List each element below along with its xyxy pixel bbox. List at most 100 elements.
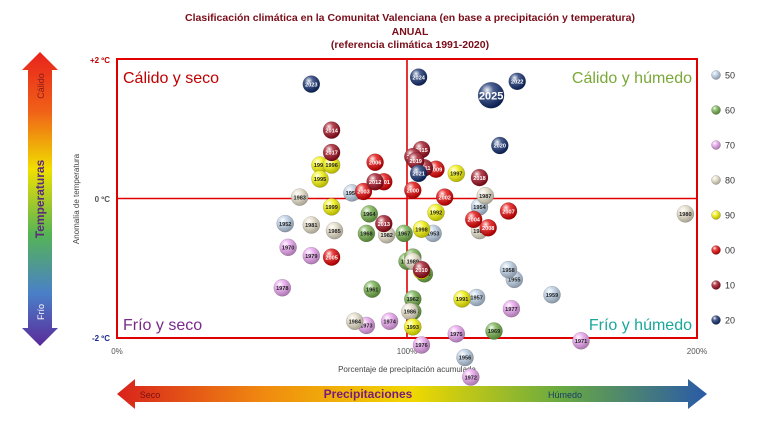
y-axis-label: Anomalía de temperatura (72, 153, 81, 244)
data-point-2018: 2018 (470, 168, 489, 187)
data-point-label: 2024 (412, 75, 425, 81)
precipitation-arrow (117, 379, 707, 409)
data-point-label: 2001 (378, 180, 390, 186)
data-point-2005: 2005 (322, 248, 341, 266)
legend-label: 80 (725, 176, 735, 186)
precipitation-arrow-label: Precipitaciones (324, 387, 413, 401)
data-point-label: 1972 (465, 375, 477, 381)
data-point-label: 1978 (276, 286, 288, 292)
data-point-1984: 1984 (346, 312, 364, 331)
data-point-1956: 1956 (456, 348, 474, 367)
legend-label: 50 (725, 71, 735, 81)
quadrant-label-cold-dry: Frío y seco (123, 317, 202, 334)
precipitation-arrow-right-label: Húmedo (548, 390, 582, 400)
data-point-2025: 2025 (477, 82, 505, 109)
data-point-1961: 1961 (363, 280, 381, 298)
data-point-label: 1957 (470, 296, 482, 302)
temperature-arrow-bottom-label: Frío (36, 304, 46, 320)
data-point-label: 1953 (427, 232, 439, 238)
data-point-1983: 1983 (290, 188, 309, 206)
data-point-label: 2019 (409, 159, 421, 165)
chart-subtitle-reference: (referencia climática 1991-2020) (330, 39, 490, 51)
data-point-label: 2015 (415, 148, 427, 154)
data-point-1980: 1980 (676, 205, 695, 223)
data-point-label: 2006 (369, 160, 381, 166)
data-point-label: 1970 (282, 246, 294, 252)
data-point-label: 1976 (415, 343, 427, 349)
data-point-label: 1983 (293, 195, 305, 201)
data-point-label: 2020 (494, 144, 506, 150)
data-point-label: 2005 (325, 255, 337, 261)
data-point-1952: 1952 (276, 214, 294, 233)
chart-subtitle-period: ANUAL (391, 25, 429, 38)
data-point-label: 1977 (505, 307, 517, 313)
data-point-label: 1999 (325, 205, 337, 211)
legend-label: 20 (725, 316, 735, 326)
legend-item-50: 50 (711, 70, 735, 81)
data-point-label: 1969 (488, 329, 500, 335)
legend-item-70: 70 (711, 140, 735, 151)
data-point-1968: 1968 (357, 224, 376, 243)
data-point-label: 1975 (450, 332, 462, 338)
data-point-label: 1967 (398, 232, 410, 238)
data-point-1978: 1978 (273, 279, 292, 297)
data-point-label: 1955 (508, 278, 520, 284)
data-point-label: 1980 (679, 212, 691, 218)
data-point-2007: 2007 (499, 202, 518, 220)
data-point-2021: 2021 (409, 164, 428, 183)
legend-item-00: 00 (711, 245, 735, 256)
data-point-label: 1974 (383, 319, 396, 325)
data-point-1977: 1977 (502, 299, 521, 318)
data-point-2000: 2000 (404, 181, 422, 199)
y-tick-bottom: -2 ºC (92, 334, 110, 343)
data-point-1969: 1969 (485, 322, 503, 340)
temperature-arrow-label: Temperaturas (33, 159, 47, 238)
data-point-label: 1979 (305, 254, 317, 260)
data-point-1964: 1964 (360, 205, 379, 223)
legend-item-60: 60 (711, 105, 735, 116)
data-point-label: 2014 (325, 128, 338, 134)
data-point-2003: 2003 (354, 182, 373, 201)
chart-title: Clasificación climática en la Comunitat … (185, 12, 635, 24)
data-point-1996: 1996 (322, 156, 341, 174)
x-tick-mid: 100% (397, 347, 417, 356)
data-point-1997: 1997 (447, 164, 466, 183)
data-point-label: 2017 (325, 151, 337, 157)
data-point-label: 1989 (407, 259, 419, 265)
legend-label: 70 (725, 141, 735, 151)
data-point-1993: 1993 (404, 318, 422, 336)
legend-label: 10 (725, 281, 735, 291)
data-point-2010: 2010 (412, 260, 431, 279)
data-point-label: 1992 (430, 211, 442, 217)
data-point-2004: 2004 (464, 210, 483, 229)
legend-item-10: 10 (711, 280, 735, 291)
data-point-1957: 1957 (467, 288, 486, 307)
data-point-label: 2022 (511, 80, 523, 86)
data-point-label: 1959 (546, 293, 558, 299)
data-point-label: 1950 (346, 191, 358, 197)
data-point-1981: 1981 (302, 216, 321, 234)
data-point-2023: 2023 (302, 75, 321, 93)
data-point-2014: 2014 (322, 121, 341, 139)
data-point-1986: 1986 (401, 302, 419, 321)
legend-label: 60 (725, 106, 735, 116)
data-point-label: 1994 (314, 163, 327, 169)
data-point-label: 1971 (575, 339, 587, 345)
data-point-label: 1973 (360, 324, 372, 330)
data-point-label: 2021 (412, 172, 424, 178)
data-point-label: 1964 (363, 212, 376, 218)
data-point-label: 1982 (380, 233, 392, 239)
legend-item-20: 20 (711, 315, 735, 326)
data-point-label: 2018 (473, 176, 485, 182)
precipitation-arrow-left-label: Seco (140, 390, 161, 400)
data-point-1970: 1970 (279, 238, 297, 257)
data-point-1979: 1979 (302, 246, 321, 265)
data-point-1987: 1987 (476, 186, 495, 205)
data-point-1991: 1991 (453, 290, 471, 308)
data-point-label: 1958 (502, 268, 514, 274)
data-point-label: 1968 (360, 232, 372, 238)
data-point-label: 1993 (407, 325, 419, 331)
data-point-label: 1961 (366, 287, 378, 293)
data-point-label: 1987 (479, 194, 491, 200)
